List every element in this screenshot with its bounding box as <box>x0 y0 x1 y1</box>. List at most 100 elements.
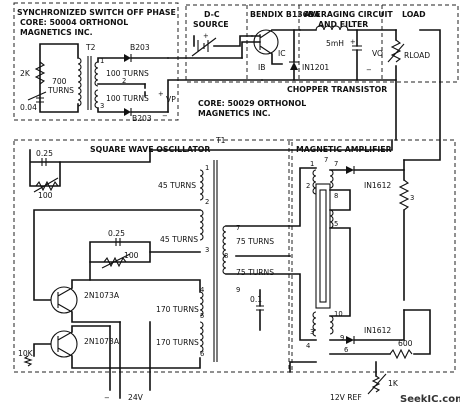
turns-100-bot-label: 100 TURNS <box>106 94 149 103</box>
r-1k-label: 1K <box>388 379 399 388</box>
r-100-top-label: 100 <box>38 191 53 200</box>
transistor-q1 <box>50 286 78 314</box>
transistor-wires <box>33 279 201 369</box>
core2-title-2: MAGNETICS INC. <box>198 109 271 118</box>
t1-pin-7: 7 <box>236 224 240 232</box>
diode-1n1201-label: IN1201 <box>302 63 329 72</box>
chopper-box <box>185 4 459 83</box>
dc-source-wires <box>193 35 253 47</box>
resistor-1k <box>371 375 381 393</box>
v24-label: 24V <box>128 393 144 402</box>
t2-pin-2: 2 <box>122 77 126 85</box>
r-600-label: 600 <box>398 339 413 348</box>
resistor-3 <box>398 179 410 211</box>
dc-title-2: SOURCE <box>193 20 229 29</box>
turns-170-bot-label: 170 TURNS <box>156 338 199 347</box>
avg-title-2: AND FILTER <box>318 20 368 29</box>
magamp-input-wires <box>225 167 317 341</box>
supply-rails <box>109 321 151 399</box>
cap-025-mid <box>115 238 121 246</box>
resistor-100-mid-arrow <box>101 253 131 269</box>
cap-01-label: 0.1 <box>250 295 262 304</box>
load-return-wire <box>395 29 441 161</box>
ma-pin-4: 4 <box>306 342 310 350</box>
r-10k-label: 10K <box>18 349 34 358</box>
turns-100-top-label: 100 TURNS <box>106 69 149 78</box>
cap-004-arrow <box>27 91 47 101</box>
ma-pin-5: 5 <box>334 220 338 228</box>
cap-004 <box>36 97 44 103</box>
t2-label: T2 <box>85 43 96 52</box>
t1-pin-9: 9 <box>236 286 240 294</box>
ma-pin-8: 8 <box>334 192 338 200</box>
turns-700-b: TURNS <box>47 86 74 95</box>
q1-label: 2N1073A <box>84 291 120 300</box>
ma-pin-3r: 3 <box>410 194 414 202</box>
b203-top-label: B203 <box>130 43 150 52</box>
sync-title-1: SYNCHRONIZED SWITCH OFF PHASE <box>17 8 176 17</box>
coil-170-top <box>199 291 204 317</box>
vo-label: VO <box>372 49 383 58</box>
dc-title-1: D-C <box>204 10 220 19</box>
turns-75-top-label: 75 TURNS <box>236 237 274 246</box>
watermark: SeekIC.com <box>400 394 460 405</box>
coil-75 <box>222 225 227 275</box>
diode-b203-top <box>124 54 131 62</box>
bendix-title: BENDIX B136BA <box>250 10 320 19</box>
t1-pin-6: 6 <box>200 350 204 358</box>
core2-title-1: CORE: 50029 ORTHONOL <box>198 99 306 108</box>
magamp-core-outer <box>315 183 331 309</box>
t2-pin-1: 1 <box>100 57 104 65</box>
transistor-q1-inner <box>57 287 73 313</box>
sync-title-3: MAGNETICS INC. <box>20 28 93 37</box>
diode-1n1612-top-label: IN1612 <box>364 181 391 190</box>
turns-700-a: 700 <box>52 77 67 86</box>
ma-pin-2: 2 <box>306 182 310 190</box>
t1-pin-3: 3 <box>205 246 209 254</box>
ma-pin-7: 7 <box>334 160 338 168</box>
ma-pin-9: 9 <box>340 334 344 342</box>
resistor-load <box>390 39 402 63</box>
t1-pin-1: 1 <box>205 164 209 172</box>
turns-45-bot-label: 45 TURNS <box>160 235 198 244</box>
t2-secondary-wires <box>97 57 146 113</box>
t1-pin-4: 4 <box>200 286 204 294</box>
diode-1n1201 <box>290 62 298 70</box>
magamp-core-inner <box>319 189 327 303</box>
turns-170-top-label: 170 TURNS <box>156 305 199 314</box>
resistor-2k-label: 2K <box>20 69 31 78</box>
ma-pin-1: 1 <box>310 160 314 168</box>
rload-label: RLOAD <box>404 51 430 60</box>
load-title: LOAD <box>402 10 426 19</box>
magamp-coil-5 <box>329 209 334 229</box>
coil-700 <box>77 57 82 107</box>
magamp-coil-bot <box>312 311 317 337</box>
vp-minus: − <box>162 112 168 120</box>
chopper-transistor-inner <box>259 29 273 55</box>
dc-plus: + <box>203 32 209 40</box>
cap-004-label: 0.04 <box>20 103 37 112</box>
resistor-100-top <box>35 180 59 192</box>
chopper-title: CHOPPER TRANSISTOR <box>287 85 387 94</box>
ma-pin-3: 3 <box>310 328 314 336</box>
turns-75-bot-label: 75 TURNS <box>236 268 274 277</box>
magamp-coil-top <box>312 169 317 195</box>
osc-mid-wires <box>33 209 201 301</box>
avg-title-1: AVERAGING CIRCUIT <box>304 10 393 19</box>
b203-bot-label: B203 <box>132 114 152 123</box>
coil-100-top <box>94 61 99 87</box>
ma-pin-10: 10 <box>334 310 343 318</box>
dc-battery <box>197 40 209 52</box>
resistor-100-top-arrow <box>33 177 59 193</box>
resistor-load-arrow <box>387 43 405 63</box>
diode-1n1612-bot-label: IN1612 <box>364 326 391 335</box>
diode-1n1612-bot <box>346 336 354 344</box>
coil-170-bot <box>199 321 204 353</box>
coil-45-top <box>199 169 204 201</box>
magamp-coil-top-r <box>329 169 334 189</box>
diode-1n1612-top <box>346 166 354 174</box>
resistor-2k <box>34 61 46 85</box>
cap-025-mid-label: 0.25 <box>108 229 125 238</box>
chopper-transistor-leads <box>241 29 301 65</box>
resistor-600-wires <box>329 309 431 355</box>
